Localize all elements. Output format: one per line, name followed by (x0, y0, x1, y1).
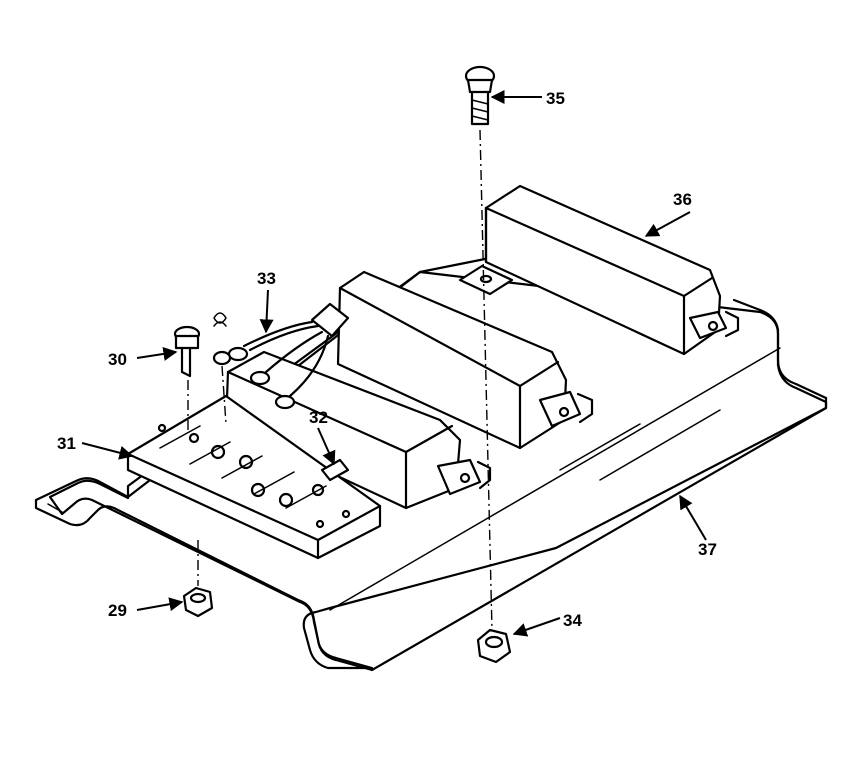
callout-36: 36 (673, 190, 692, 209)
callout-33: 33 (257, 269, 276, 288)
callout-29: 29 (108, 601, 127, 620)
washer-lockwasher (214, 313, 230, 364)
callout-35: 35 (546, 89, 565, 108)
callout-32: 32 (309, 408, 328, 427)
callout-34: 34 (563, 611, 582, 630)
screw-30 (175, 327, 199, 376)
screw-35 (466, 67, 494, 124)
callout-37: 37 (698, 540, 717, 559)
nut-29 (184, 588, 212, 616)
callout-31: 31 (57, 434, 76, 453)
nut-34 (478, 630, 510, 662)
callout-30: 30 (108, 350, 127, 369)
